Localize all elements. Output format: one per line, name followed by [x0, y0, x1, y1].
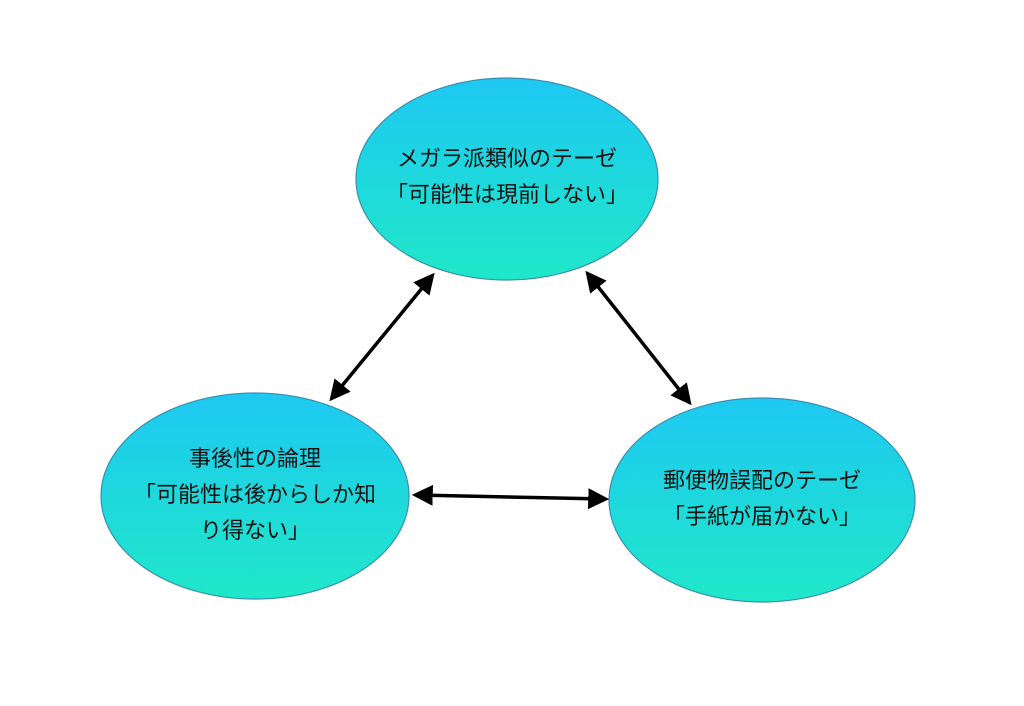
arrow-left-right [411, 484, 610, 510]
node-right-label: 郵便物誤配のテーゼ 「手紙が届かない」 [612, 455, 912, 545]
node-right-subtitle: 「手紙が届かない」 [662, 505, 861, 530]
arrow-top-left [329, 272, 435, 402]
node-top-ellipse [355, 77, 659, 281]
node-top-title: メガラ派類似のテーゼ [396, 147, 617, 172]
node-left-subtitle-1: 「可能性は後からしか知 [133, 483, 376, 508]
node-left-subtitle-2: り得ない」 [199, 519, 310, 544]
node-top-subtitle: 「可能性は現前しない」 [385, 183, 628, 208]
arrow-top-right [585, 270, 692, 406]
node-left-title: 事後性の論理 [188, 447, 321, 472]
node-left-label: 事後性の論理 「可能性は後からしか知 り得ない」 [101, 436, 409, 556]
node-right-title: 郵便物誤配のテーゼ [662, 469, 861, 494]
node-top-label: メガラ派類似のテーゼ 「可能性は現前しない」 [357, 130, 657, 226]
node-left-ellipse [100, 392, 410, 600]
